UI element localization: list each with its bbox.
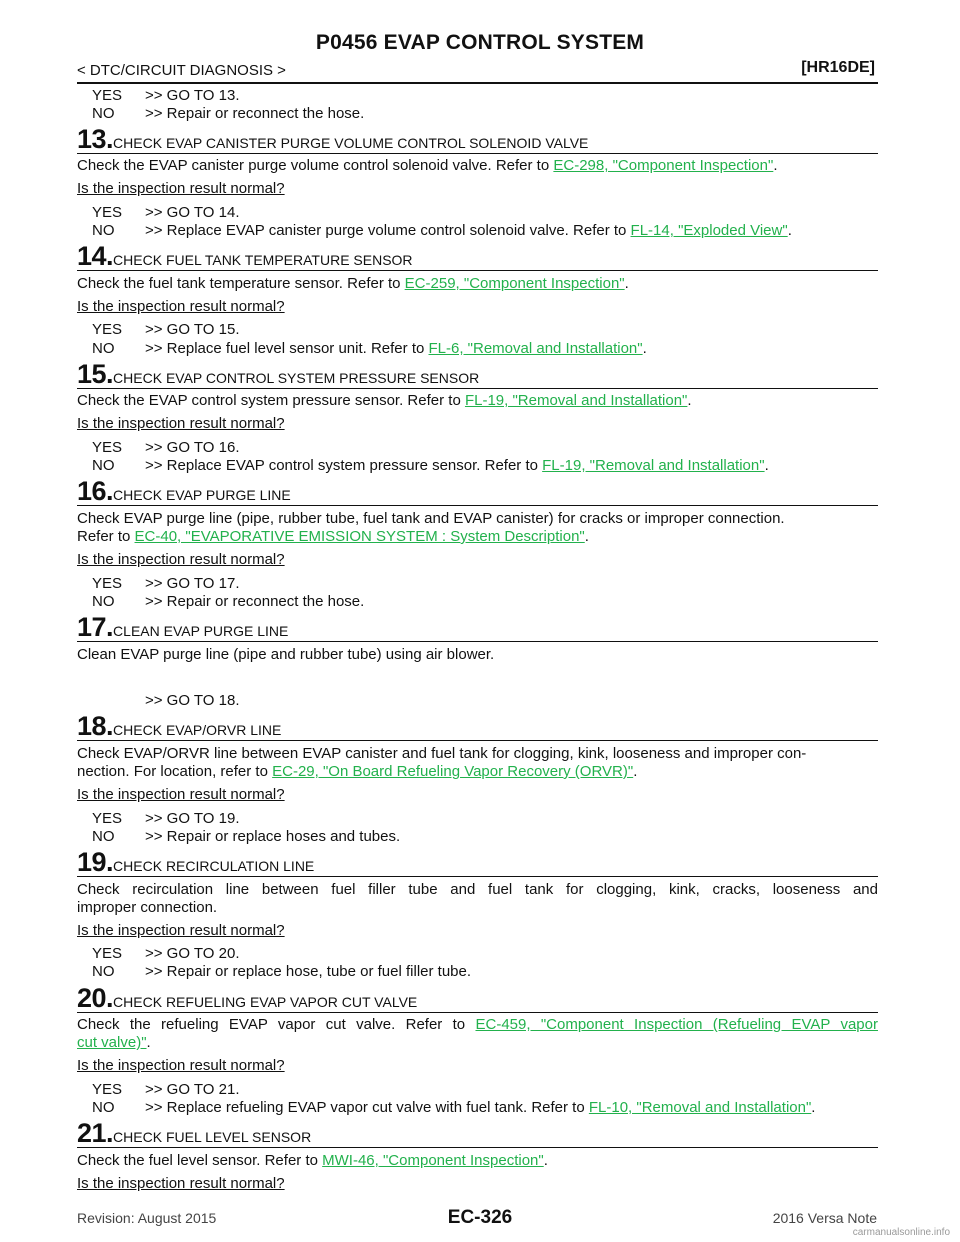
step-13-heading: 13.CHECK EVAP CANISTER PURGE VOLUME CONT… bbox=[77, 124, 589, 154]
step-13-yes: YES>> GO TO 14. bbox=[92, 204, 240, 221]
step-13-question: Is the inspection result normal? bbox=[77, 180, 285, 197]
step-17-heading: 17.CLEAN EVAP PURGE LINE bbox=[77, 612, 289, 642]
link-fl-6[interactable]: FL-6, "Removal and Installation" bbox=[428, 340, 643, 357]
step-15-body: Check the EVAP control system pressure s… bbox=[77, 392, 692, 409]
link-fl-14[interactable]: FL-14, "Exploded View" bbox=[630, 222, 788, 239]
step-17-body: Clean EVAP purge line (pipe and rubber t… bbox=[77, 646, 495, 663]
prev-no-line: NO>> Repair or reconnect the hose. bbox=[92, 105, 365, 122]
header-rule bbox=[77, 82, 878, 84]
step-21-heading: 21.CHECK FUEL LEVEL SENSOR bbox=[77, 1118, 312, 1148]
step-16-question: Is the inspection result normal? bbox=[77, 551, 285, 568]
step-19-yes: YES>> GO TO 20. bbox=[92, 945, 240, 962]
step-16-rule bbox=[77, 505, 878, 506]
step-14-rule bbox=[77, 270, 878, 271]
step-15-no: NO>> Replace EVAP control system pressur… bbox=[92, 457, 769, 474]
step-18-body-2: nection. For location, refer to EC-29, "… bbox=[77, 763, 638, 780]
step-17-rule bbox=[77, 641, 878, 642]
step-18-no: NO>> Repair or replace hoses and tubes. bbox=[92, 828, 401, 845]
step-20-rule bbox=[77, 1012, 878, 1013]
step-21-rule bbox=[77, 1147, 878, 1148]
revision-date: Revision: August 2015 bbox=[77, 1210, 217, 1226]
step-19-heading: 19.CHECK RECIRCULATION LINE bbox=[77, 847, 315, 877]
link-fl-10[interactable]: FL-10, "Removal and Installation" bbox=[588, 1099, 812, 1116]
step-14-body: Check the fuel tank temperature sensor. … bbox=[77, 275, 629, 292]
step-20-no: NO>> Replace refueling EVAP vapor cut va… bbox=[92, 1099, 816, 1116]
step-20-body-2: cut valve)". bbox=[77, 1034, 151, 1051]
link-fl-19-a[interactable]: FL-19, "Removal and Installation" bbox=[464, 392, 688, 409]
step-15-heading: 15.CHECK EVAP CONTROL SYSTEM PRESSURE SE… bbox=[77, 359, 480, 389]
link-ec-298[interactable]: EC-298, "Component Inspection" bbox=[553, 157, 774, 174]
step-15-yes: YES>> GO TO 16. bbox=[92, 439, 240, 456]
step-19-body-1: Check recirculation line between fuel fi… bbox=[77, 881, 878, 898]
step-16-body-2: Refer to EC-40, "EVAPORATIVE EMISSION SY… bbox=[77, 528, 589, 545]
step-18-heading: 18.CHECK EVAP/ORVR LINE bbox=[77, 711, 282, 741]
link-ec-259[interactable]: EC-259, "Component Inspection" bbox=[404, 275, 625, 292]
link-ec-29[interactable]: EC-29, "On Board Refueling Vapor Recover… bbox=[272, 763, 634, 780]
link-mwi-46[interactable]: MWI-46, "Component Inspection" bbox=[322, 1152, 544, 1169]
step-21-body: Check the fuel level sensor. Refer to MW… bbox=[77, 1152, 548, 1169]
step-19-no: NO>> Repair or replace hose, tube or fue… bbox=[92, 963, 472, 980]
engine-code: [HR16DE] bbox=[801, 59, 875, 76]
step-16-body-1: Check EVAP purge line (pipe, rubber tube… bbox=[77, 510, 785, 527]
step-18-body-1: Check EVAP/ORVR line between EVAP canist… bbox=[77, 745, 807, 762]
step-18-question: Is the inspection result normal? bbox=[77, 786, 285, 803]
step-13-rule bbox=[77, 153, 878, 154]
link-fl-19-b[interactable]: FL-19, "Removal and Installation" bbox=[542, 457, 765, 474]
step-17-goto: >> GO TO 18. bbox=[145, 692, 240, 709]
step-16-yes: YES>> GO TO 17. bbox=[92, 575, 240, 592]
step-16-no: NO>> Repair or reconnect the hose. bbox=[92, 593, 365, 610]
step-13-body: Check the EVAP canister purge volume con… bbox=[77, 157, 778, 174]
link-ec-459[interactable]: EC-459, "Component Inspection (Refueling… bbox=[475, 1016, 878, 1033]
model-name: 2016 Versa Note bbox=[772, 1210, 877, 1226]
link-ec-459-cont[interactable]: cut valve)" bbox=[77, 1034, 147, 1051]
page-number: EC-326 bbox=[447, 1207, 513, 1228]
step-14-question: Is the inspection result normal? bbox=[77, 298, 285, 315]
watermark: carmanualsonline.info bbox=[852, 1227, 950, 1238]
step-14-no: NO>> Replace fuel level sensor unit. Ref… bbox=[92, 340, 647, 357]
step-20-body-1: Check the refueling EVAP vapor cut valve… bbox=[77, 1016, 878, 1033]
step-20-heading: 20.CHECK REFUELING EVAP VAPOR CUT VALVE bbox=[77, 983, 418, 1013]
step-15-rule bbox=[77, 388, 878, 389]
link-ec-40[interactable]: EC-40, "EVAPORATIVE EMISSION SYSTEM : Sy… bbox=[134, 528, 585, 545]
step-21-question: Is the inspection result normal? bbox=[77, 1175, 285, 1192]
step-14-heading: 14.CHECK FUEL TANK TEMPERATURE SENSOR bbox=[77, 241, 413, 271]
step-13-no: NO>> Replace EVAP canister purge volume … bbox=[92, 222, 792, 239]
page-header: P0456 EVAP CONTROL SYSTEM < DTC/CIRCUIT … bbox=[0, 0, 960, 84]
step-16-heading: 16.CHECK EVAP PURGE LINE bbox=[77, 476, 291, 506]
breadcrumb: < DTC/CIRCUIT DIAGNOSIS > bbox=[77, 62, 286, 79]
step-14-yes: YES>> GO TO 15. bbox=[92, 321, 240, 338]
step-19-question: Is the inspection result normal? bbox=[77, 922, 285, 939]
prev-yes-line: YES>> GO TO 13. bbox=[92, 87, 240, 104]
step-20-question: Is the inspection result normal? bbox=[77, 1057, 285, 1074]
step-15-question: Is the inspection result normal? bbox=[77, 415, 285, 432]
step-19-rule bbox=[77, 876, 878, 877]
document-title: P0456 EVAP CONTROL SYSTEM bbox=[315, 31, 645, 54]
step-20-yes: YES>> GO TO 21. bbox=[92, 1081, 240, 1098]
step-18-yes: YES>> GO TO 19. bbox=[92, 810, 240, 827]
step-19-body-2: improper connection. bbox=[77, 899, 218, 916]
step-18-rule bbox=[77, 740, 878, 741]
